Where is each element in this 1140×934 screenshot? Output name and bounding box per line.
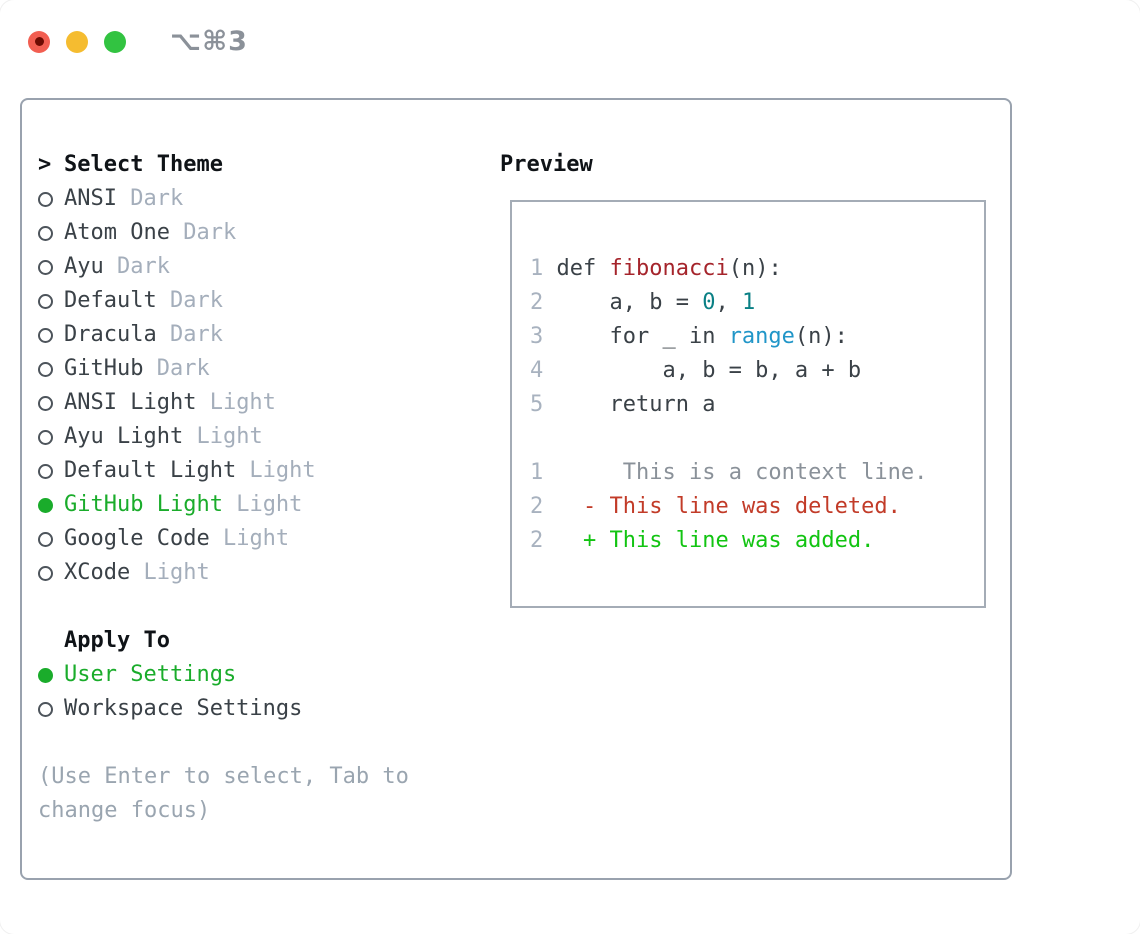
option-label: Dracula bbox=[64, 322, 157, 347]
theme-option-ansi-light[interactable]: ANSI Light Light bbox=[38, 386, 488, 420]
syntax-preview: 1 def fibonacci(n): 2 a, b = 0, 1 3 for _ … bbox=[530, 252, 984, 422]
apply-to-title-row: Apply To bbox=[38, 624, 488, 658]
variant-tag: Light bbox=[183, 424, 263, 449]
option-label: GitHub bbox=[64, 356, 144, 381]
variant-tag: Light bbox=[130, 560, 210, 585]
option-label: Workspace Settings bbox=[64, 696, 303, 721]
hint-text-line-2: change focus) bbox=[38, 798, 211, 823]
blank-line bbox=[530, 422, 984, 456]
theme-option-github[interactable]: GitHub Dark bbox=[38, 352, 488, 386]
radio-selected-icon bbox=[38, 497, 64, 513]
radio-icon bbox=[38, 429, 64, 445]
diff-preview: 1 This is a context line. 2 - This line w… bbox=[530, 456, 984, 558]
preview-title: Preview bbox=[500, 152, 593, 177]
variant-tag: Dark bbox=[169, 220, 237, 245]
gap bbox=[38, 726, 488, 760]
option-label: Ayu bbox=[64, 254, 104, 279]
apply-to-title: Apply To bbox=[64, 628, 170, 653]
option-label: ANSI bbox=[64, 186, 117, 211]
close-dot-icon bbox=[34, 37, 44, 46]
line-number: 4 bbox=[530, 358, 557, 383]
line-number: 1 bbox=[530, 256, 557, 281]
theme-option-atom-one[interactable]: Atom One Dark bbox=[38, 216, 488, 250]
radio-icon bbox=[38, 395, 64, 411]
radio-icon bbox=[38, 327, 64, 343]
radio-icon bbox=[38, 701, 64, 717]
code-line: 4 a, b = b, a + b bbox=[530, 358, 862, 383]
option-label: Google Code bbox=[64, 526, 210, 551]
variant-tag: Dark bbox=[156, 288, 223, 313]
radio-icon bbox=[38, 565, 64, 581]
variant-tag: Light bbox=[196, 390, 276, 415]
option-label: Atom One bbox=[64, 220, 170, 245]
code-line: 3 for _ in range(n): bbox=[530, 324, 848, 349]
variant-tag: Dark bbox=[143, 356, 210, 381]
option-label: GitHub Light bbox=[64, 492, 223, 517]
radio-icon bbox=[38, 191, 64, 207]
line-number: 2 bbox=[530, 290, 557, 315]
line-number: 5 bbox=[530, 392, 557, 417]
code-line: 1 def fibonacci(n): bbox=[530, 256, 782, 281]
diff-line-context: 1 This is a context line. bbox=[530, 460, 928, 485]
option-label: User Settings bbox=[64, 662, 237, 687]
theme-option-ansi[interactable]: ANSI Dark bbox=[38, 182, 488, 216]
radio-icon bbox=[38, 531, 64, 547]
option-label: Ayu Light bbox=[64, 424, 184, 449]
apply-option-user-settings[interactable]: User Settings bbox=[38, 658, 488, 692]
line-number: 1 bbox=[530, 460, 544, 485]
variant-tag: Dark bbox=[103, 254, 170, 279]
theme-option-dracula[interactable]: Dracula Dark bbox=[38, 318, 488, 352]
select-theme-title-row: > Select Theme bbox=[38, 148, 488, 182]
line-number: 3 bbox=[530, 324, 557, 349]
focus-caret-icon: > bbox=[38, 152, 52, 177]
close-button[interactable] bbox=[28, 30, 50, 53]
theme-option-ayu[interactable]: Ayu Dark bbox=[38, 250, 488, 284]
diff-line-added: 2 + This line was added. bbox=[530, 528, 875, 553]
radio-selected-icon bbox=[38, 667, 64, 683]
diff-line-deleted: 2 - This line was deleted. bbox=[530, 494, 901, 519]
radio-icon bbox=[38, 293, 64, 309]
variant-tag: Dark bbox=[116, 186, 184, 211]
code-line: 5 return a bbox=[530, 392, 716, 417]
gap bbox=[38, 590, 488, 624]
hint-text-line-1: (Use Enter to select, Tab to bbox=[38, 764, 409, 789]
variant-tag: Light bbox=[236, 458, 316, 483]
theme-option-google-code[interactable]: Google Code Light bbox=[38, 522, 488, 556]
option-label: ANSI Light bbox=[64, 390, 197, 415]
titlebar: ⌥⌘3 bbox=[28, 26, 248, 57]
apply-option-workspace-settings[interactable]: Workspace Settings bbox=[38, 692, 488, 726]
theme-option-default-light[interactable]: Default Light Light bbox=[38, 454, 488, 488]
variant-tag: Dark bbox=[156, 322, 223, 347]
radio-icon bbox=[38, 361, 64, 377]
theme-option-default[interactable]: Default Dark bbox=[38, 284, 488, 318]
line-number: 2 bbox=[530, 494, 544, 519]
theme-option-ayu-light[interactable]: Ayu Light Light bbox=[38, 420, 488, 454]
radio-icon bbox=[38, 259, 64, 275]
option-label: Default bbox=[64, 288, 157, 313]
code-preview-box: 1 def fibonacci(n): 2 a, b = 0, 1 3 for _ … bbox=[510, 200, 986, 608]
option-label: XCode bbox=[64, 560, 131, 585]
theme-option-github-light[interactable]: GitHub Light Light bbox=[38, 488, 488, 522]
select-theme-title: Select Theme bbox=[64, 152, 223, 177]
radio-icon bbox=[38, 225, 64, 241]
window-shortcut-label: ⌥⌘3 bbox=[170, 26, 248, 57]
line-number: 2 bbox=[530, 528, 544, 553]
variant-tag: Light bbox=[222, 492, 303, 517]
radio-icon bbox=[38, 463, 64, 479]
option-label: Default Light bbox=[64, 458, 237, 483]
zoom-button[interactable] bbox=[104, 30, 126, 53]
variant-tag: Light bbox=[209, 526, 290, 551]
code-line: 2 a, b = 0, 1 bbox=[530, 290, 756, 315]
theme-option-xcode[interactable]: XCode Light bbox=[38, 556, 488, 590]
minimize-button[interactable] bbox=[66, 30, 88, 53]
